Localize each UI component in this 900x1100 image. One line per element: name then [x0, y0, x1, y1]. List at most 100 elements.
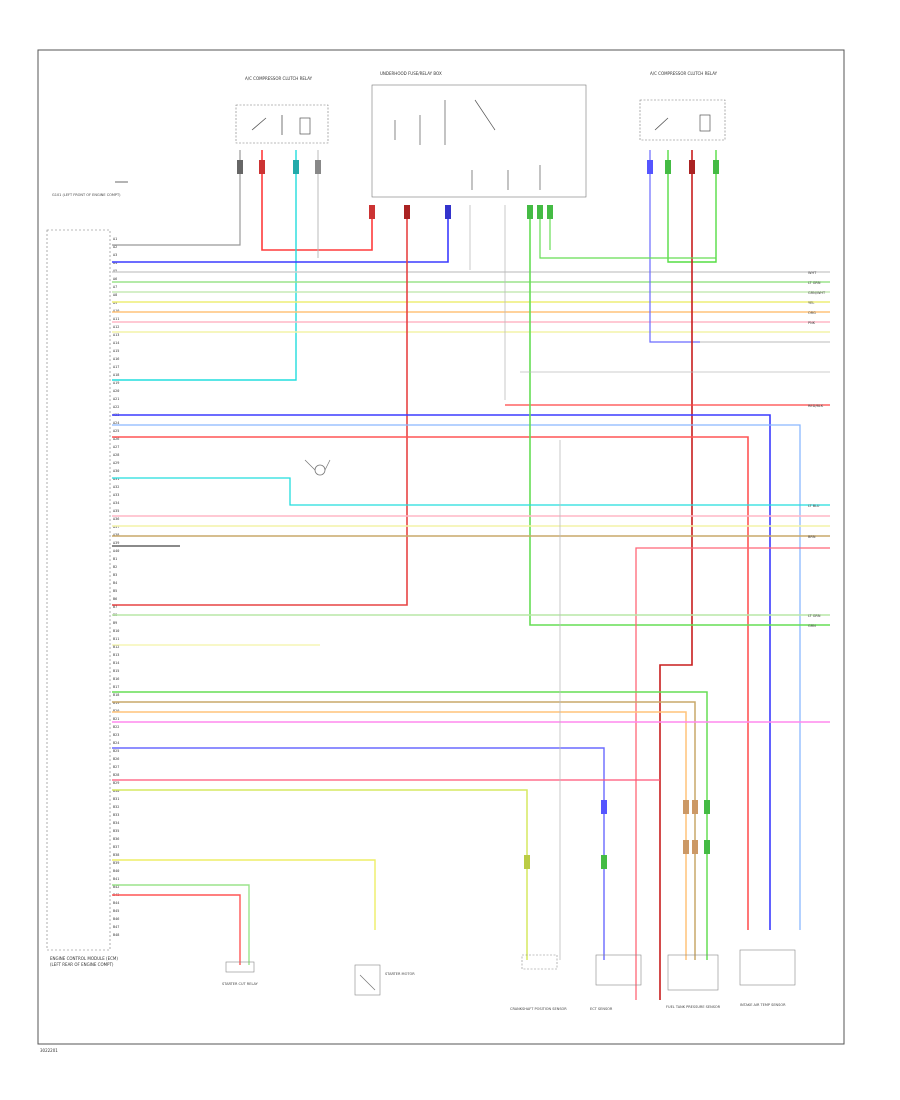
connector-icon — [692, 800, 698, 814]
svg-text:B40: B40 — [113, 869, 119, 873]
svg-text:B42: B42 — [113, 885, 119, 889]
component-bottom-2: STARTER MOTOR — [354, 964, 415, 996]
component-bottom-6: INTAKE AIR TEMP SENSOR — [739, 949, 796, 1007]
svg-text:B10: B10 — [113, 629, 119, 633]
svg-text:B24: B24 — [113, 741, 119, 745]
connector-markers — [237, 160, 719, 869]
wire-lightblue-mid — [112, 424, 801, 930]
svg-text:A26: A26 — [113, 437, 119, 441]
svg-text:B7: B7 — [113, 605, 117, 609]
svg-text:A28: A28 — [113, 453, 119, 457]
relay-top-left-label: A/C COMPRESSOR CLUTCH RELAY — [245, 76, 313, 81]
wire-red-mid — [112, 436, 749, 930]
connector-icon — [692, 840, 698, 854]
svg-text:B20: B20 — [113, 709, 119, 713]
svg-text:A5: A5 — [113, 269, 117, 273]
svg-text:A4: A4 — [113, 261, 117, 265]
fuse-box-label: UNDERHOOD FUSE/RELAY BOX — [380, 71, 442, 76]
svg-text:B22: B22 — [113, 725, 119, 729]
right-label-ltgrn-2: LT GRN — [808, 614, 821, 618]
svg-text:A11: A11 — [113, 317, 119, 321]
connector-icon — [704, 800, 710, 814]
component-bottom-6-label: INTAKE AIR TEMP SENSOR — [740, 1003, 786, 1007]
svg-text:B6: B6 — [113, 597, 117, 601]
svg-text:A36: A36 — [113, 517, 119, 521]
svg-text:A2: A2 — [113, 245, 117, 249]
wire-blue-top — [112, 205, 449, 263]
svg-text:B2: B2 — [113, 565, 117, 569]
svg-text:A19: A19 — [113, 381, 119, 385]
svg-text:A3: A3 — [113, 253, 117, 257]
right-edge-labels: WHT LT GRN GRN/WHT YEL ORG PNK RED/BLK L… — [808, 271, 826, 628]
connector-icon — [537, 205, 543, 219]
svg-text:A7: A7 — [113, 285, 117, 289]
svg-text:A9: A9 — [113, 301, 117, 305]
fuse-box: UNDERHOOD FUSE/RELAY BOX — [371, 71, 587, 198]
wire-pink-right — [635, 547, 830, 1000]
svg-text:A20: A20 — [113, 389, 119, 393]
wire-orange-low — [112, 711, 687, 960]
svg-text:B19: B19 — [113, 701, 119, 705]
right-label-redblk: RED/BLK — [808, 404, 824, 408]
connector-icon — [445, 205, 451, 219]
svg-text:B3: B3 — [113, 573, 117, 577]
wire-yellow-bottom — [112, 859, 376, 930]
svg-text:A33: A33 — [113, 493, 119, 497]
wire-relay-left-black — [112, 150, 241, 246]
connector-icon — [683, 800, 689, 814]
diagram-frame — [37, 49, 845, 1045]
svg-text:B12: B12 — [113, 645, 119, 649]
wire-blue-low — [112, 747, 605, 960]
wire-tr-blue — [649, 150, 700, 343]
connector-icon — [259, 160, 265, 174]
wire-relay-left-lightblue — [112, 150, 297, 381]
svg-text:A14: A14 — [113, 341, 119, 345]
right-label-grn: GRN — [808, 624, 816, 628]
svg-text:B47: B47 — [113, 925, 119, 929]
component-bottom-2-label: STARTER MOTOR — [385, 972, 415, 976]
connector-icon — [404, 205, 410, 219]
svg-text:B29: B29 — [113, 781, 119, 785]
wire-green-2 — [539, 205, 716, 259]
wire-red-bottom — [112, 894, 241, 965]
svg-text:B9: B9 — [113, 621, 117, 625]
connector-icon — [713, 160, 719, 174]
connector-icon — [293, 160, 299, 174]
svg-text:B16: B16 — [113, 677, 119, 681]
svg-text:B34: B34 — [113, 821, 119, 825]
svg-text:B18: B18 — [113, 693, 119, 697]
svg-text:B17: B17 — [113, 685, 119, 689]
svg-text:B33: B33 — [113, 813, 119, 817]
svg-text:B1: B1 — [113, 557, 117, 561]
svg-text:B36: B36 — [113, 837, 119, 841]
svg-text:A35: A35 — [113, 509, 119, 513]
svg-text:B5: B5 — [113, 589, 117, 593]
right-label-pnk: PNK — [808, 321, 816, 325]
relay-top-right: A/C COMPRESSOR CLUTCH RELAY — [639, 71, 726, 141]
right-label-ltblu: LT BLU — [808, 504, 820, 508]
relay-icon — [699, 114, 711, 132]
right-label-grnwht: GRN/WHT — [808, 291, 826, 295]
wire-relay-left-red — [261, 150, 373, 251]
connector-icon — [601, 855, 607, 869]
component-bottom-4-label: ECT SENSOR — [590, 1007, 613, 1011]
relay-top-right-label: A/C COMPRESSOR CLUTCH RELAY — [650, 71, 718, 76]
right-label-org: ORG — [808, 311, 816, 315]
svg-text:A12: A12 — [113, 325, 119, 329]
component-bottom-5-label: FUEL TANK PRESSURE SENSOR — [666, 1005, 721, 1009]
svg-text:A10: A10 — [113, 309, 119, 313]
svg-text:A31: A31 — [113, 477, 119, 481]
ground-symbol-top-left: G101 (LEFT FRONT OF ENGINE COMPT) — [52, 181, 128, 197]
svg-text:A13: A13 — [113, 333, 119, 337]
connector-icon — [527, 205, 533, 219]
svg-text:B41: B41 — [113, 877, 119, 881]
right-label-yel: YEL — [808, 301, 814, 305]
svg-text:A32: A32 — [113, 485, 119, 489]
right-label-ltgrn: LT GRN — [808, 281, 821, 285]
wire-green-low — [112, 691, 708, 960]
svg-text:A18: A18 — [113, 373, 119, 377]
component-bottom-4: ECT SENSOR — [590, 954, 642, 1011]
component-bottom-5: FUEL TANK PRESSURE SENSOR — [666, 954, 721, 1009]
